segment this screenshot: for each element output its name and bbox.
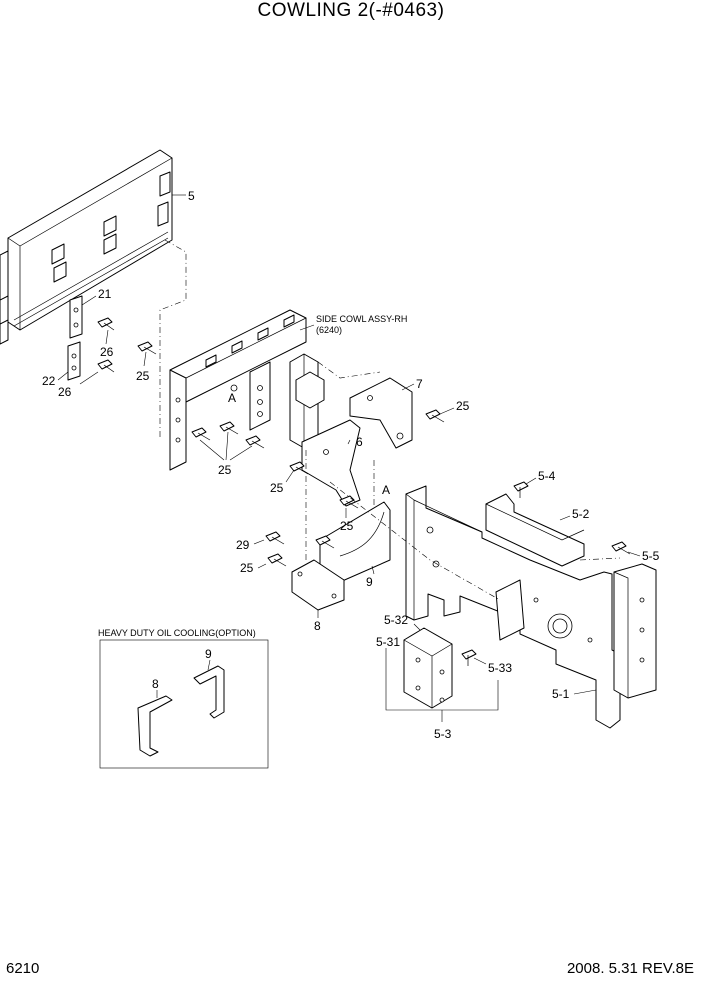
side-cowl-assy-label: SIDE COWL ASSY-RH [316,314,407,324]
option-plate-part-9 [193,665,225,719]
callout-25-right: 25 [456,399,470,413]
bolt-part-25-left [137,341,157,355]
option-plate-part-8 [137,695,173,757]
callout-5-4: 5-4 [538,469,556,483]
bolt-part-5-33 [461,649,477,666]
bolt-part-5-4 [513,481,529,498]
cowl-panel-part-5 [0,149,173,345]
callout-25-center: 25 [218,463,232,477]
callout-5-32: 5-32 [384,613,408,627]
side-panel-vertical [289,353,325,449]
group-bracket-5-3 [385,648,499,722]
bolt-part-5-5 [611,541,631,555]
side-frame-part-5-1 [405,485,621,729]
cover-plate-part-5-31 [403,627,453,709]
bracket-part-21 [69,295,83,339]
callout-5-3: 5-3 [434,727,452,741]
callout-25-lower: 25 [240,561,254,575]
option-box [99,639,269,769]
callout-5-33: 5-33 [488,661,512,675]
callout-25-mid: 25 [270,481,284,495]
option-box-title: HEAVY DUTY OIL COOLING(OPTION) [98,628,256,638]
view-mark-a-left: A [228,391,236,405]
callout-22: 22 [42,374,56,388]
callout-5: 5 [188,189,195,203]
side-cowl-frame [169,309,307,471]
callout-5-31: 5-31 [376,635,400,649]
callout-25-left: 25 [136,369,150,383]
cover-part-5-2 [485,493,585,567]
bolt-cluster-part-25 [191,421,265,449]
view-mark-a-right: A [382,483,390,497]
plate-part-9 [319,501,391,583]
callout-25-small: 25 [340,519,354,533]
bracket-part-6 [301,419,361,507]
plate-part-8 [291,559,345,611]
bracket-part-7 [349,377,413,449]
bolt-part-25-right [425,409,445,423]
callout-5-5: 5-5 [642,549,660,563]
page-title: COWLING 2(-#0463) [257,0,445,21]
callout-26-upper: 26 [100,345,114,359]
callout-5-2: 5-2 [572,507,590,521]
bolt-part-26-lower [97,359,115,373]
bolt-part-29 [265,531,285,545]
callout-9: 9 [366,575,373,589]
callout-option-8: 8 [152,677,159,691]
callout-6: 6 [356,435,363,449]
callout-8: 8 [314,619,321,633]
callout-7: 7 [416,377,423,391]
callout-21: 21 [98,287,112,301]
page-number: 6210 [6,960,40,977]
revision-date: 2008. 5.31 REV.8E [566,960,694,977]
bracket-part-22 [67,341,81,381]
side-cowl-assy-ref: (6240) [316,325,342,335]
callout-26-lower: 26 [58,385,72,399]
end-plate-right [613,563,657,699]
callout-option-9: 9 [205,647,212,661]
callout-5-1: 5-1 [552,687,570,701]
bolt-part-26-upper [97,317,115,331]
bolt-part-25-lower [267,535,335,567]
callout-29: 29 [236,538,250,552]
